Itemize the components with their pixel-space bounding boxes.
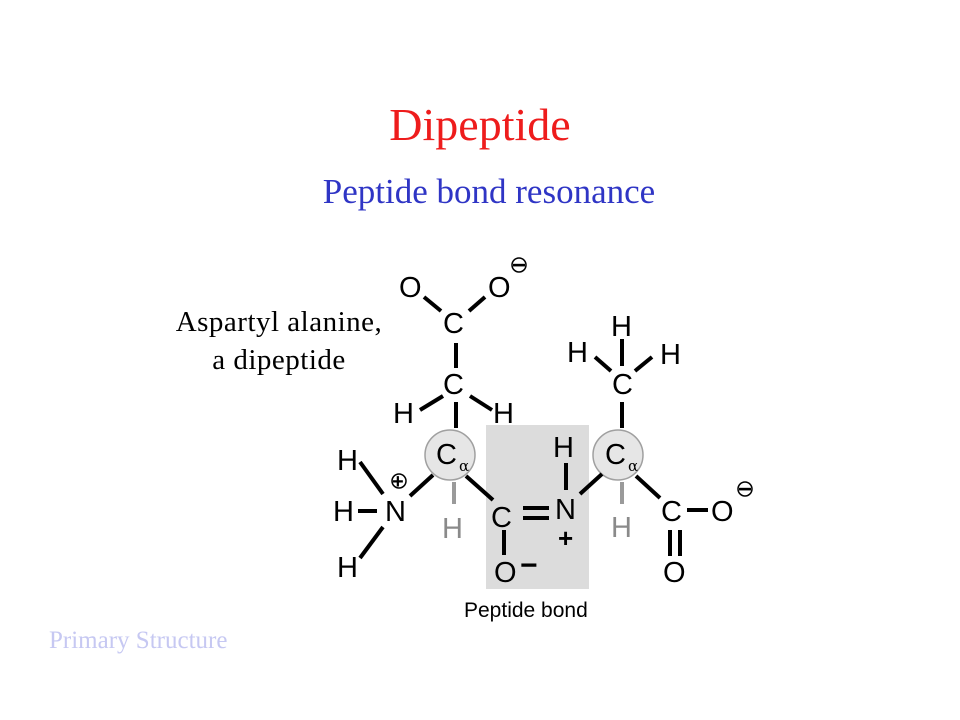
- atom-oxygen-carbonyl: O: [494, 557, 517, 589]
- negative-charge-carbonyl-oxygen: −: [520, 549, 538, 582]
- negative-charge-circle-carboxyl: [511, 257, 527, 273]
- bond-carboxyl-c-o-left: [422, 295, 443, 313]
- atom-hydrogen-methyl-left: H: [567, 337, 588, 369]
- molecule-caption-line1: Aspartyl alanine,: [175, 306, 383, 338]
- atom-carbon-carbonyl: C: [491, 502, 512, 534]
- atom-hydrogen-amide: H: [553, 432, 574, 464]
- slide-subtitle: Peptide bond resonance: [322, 172, 656, 211]
- atom-hydrogen-amino-middle: H: [333, 496, 354, 528]
- positive-charge-amino: +: [392, 471, 404, 493]
- atom-hydrogen-amino-bottom: H: [337, 552, 358, 584]
- bond-n-calpha: [408, 473, 435, 498]
- atom-carbon-methyl: C: [612, 369, 633, 401]
- atom-carbon-terminal: C: [661, 496, 682, 528]
- negative-charge-terminal: −: [738, 476, 752, 503]
- bond-calpha-c-carbonyl: [464, 474, 495, 502]
- atom-hydrogen-sidechain-left: H: [393, 398, 414, 430]
- positive-charge-amide-nitrogen: +: [558, 523, 573, 553]
- atom-hydrogen-alpha-left: H: [442, 513, 463, 545]
- atom-hydrogen-methyl-top: H: [611, 311, 632, 343]
- bond-n-h-top: [358, 460, 385, 496]
- bond-methyl-h-left: [593, 355, 613, 373]
- atom-hydrogen-amino-top: H: [337, 445, 358, 477]
- molecule-caption-line2: a dipeptide: [212, 344, 346, 376]
- bond-c-h-left: [418, 394, 445, 412]
- bond-n-calpha-right: [578, 472, 604, 496]
- atom-carbon-alpha-right: C: [605, 439, 626, 471]
- slide-title: Dipeptide: [389, 99, 571, 150]
- bond-carboxyl-c-o-right: [467, 295, 487, 313]
- bond-methyl-h-right: [633, 355, 654, 373]
- atom-oxygen-terminal-single: O: [711, 496, 734, 528]
- negative-charge-circle-terminal: [737, 481, 753, 497]
- atom-carbon-alpha-left: C: [436, 439, 457, 471]
- peptide-bond-label: Peptide bond: [464, 599, 588, 622]
- atom-hydrogen-methyl-right: H: [660, 339, 681, 371]
- atom-oxygen-terminal-double: O: [663, 557, 686, 589]
- atom-hydrogen-alpha-right: H: [611, 512, 632, 544]
- alpha-carbon-circle-left: [424, 429, 476, 481]
- alpha-subscript-right: α: [628, 457, 638, 475]
- atom-oxygen-carboxyl-left: O: [399, 272, 422, 304]
- positive-charge-circle-amino: [391, 473, 407, 489]
- atom-carbon-sidechain: C: [443, 369, 464, 401]
- negative-charge-carboxyl: −: [512, 252, 526, 279]
- atom-hydrogen-sidechain-right: H: [493, 398, 514, 430]
- footer-section-label: Primary Structure: [49, 627, 228, 654]
- atom-nitrogen-amide: N: [555, 494, 576, 526]
- alpha-carbon-circle-right: [592, 429, 644, 481]
- atom-nitrogen-amino: N: [385, 496, 406, 528]
- bond-calpha-c-terminal: [634, 474, 662, 500]
- bond-n-h-bottom: [358, 525, 385, 560]
- bond-c-h-right: [468, 394, 494, 412]
- alpha-subscript-left: α: [459, 457, 469, 475]
- atom-carbon-carboxyl: C: [443, 308, 464, 340]
- atom-oxygen-carboxyl-right: O: [488, 272, 511, 304]
